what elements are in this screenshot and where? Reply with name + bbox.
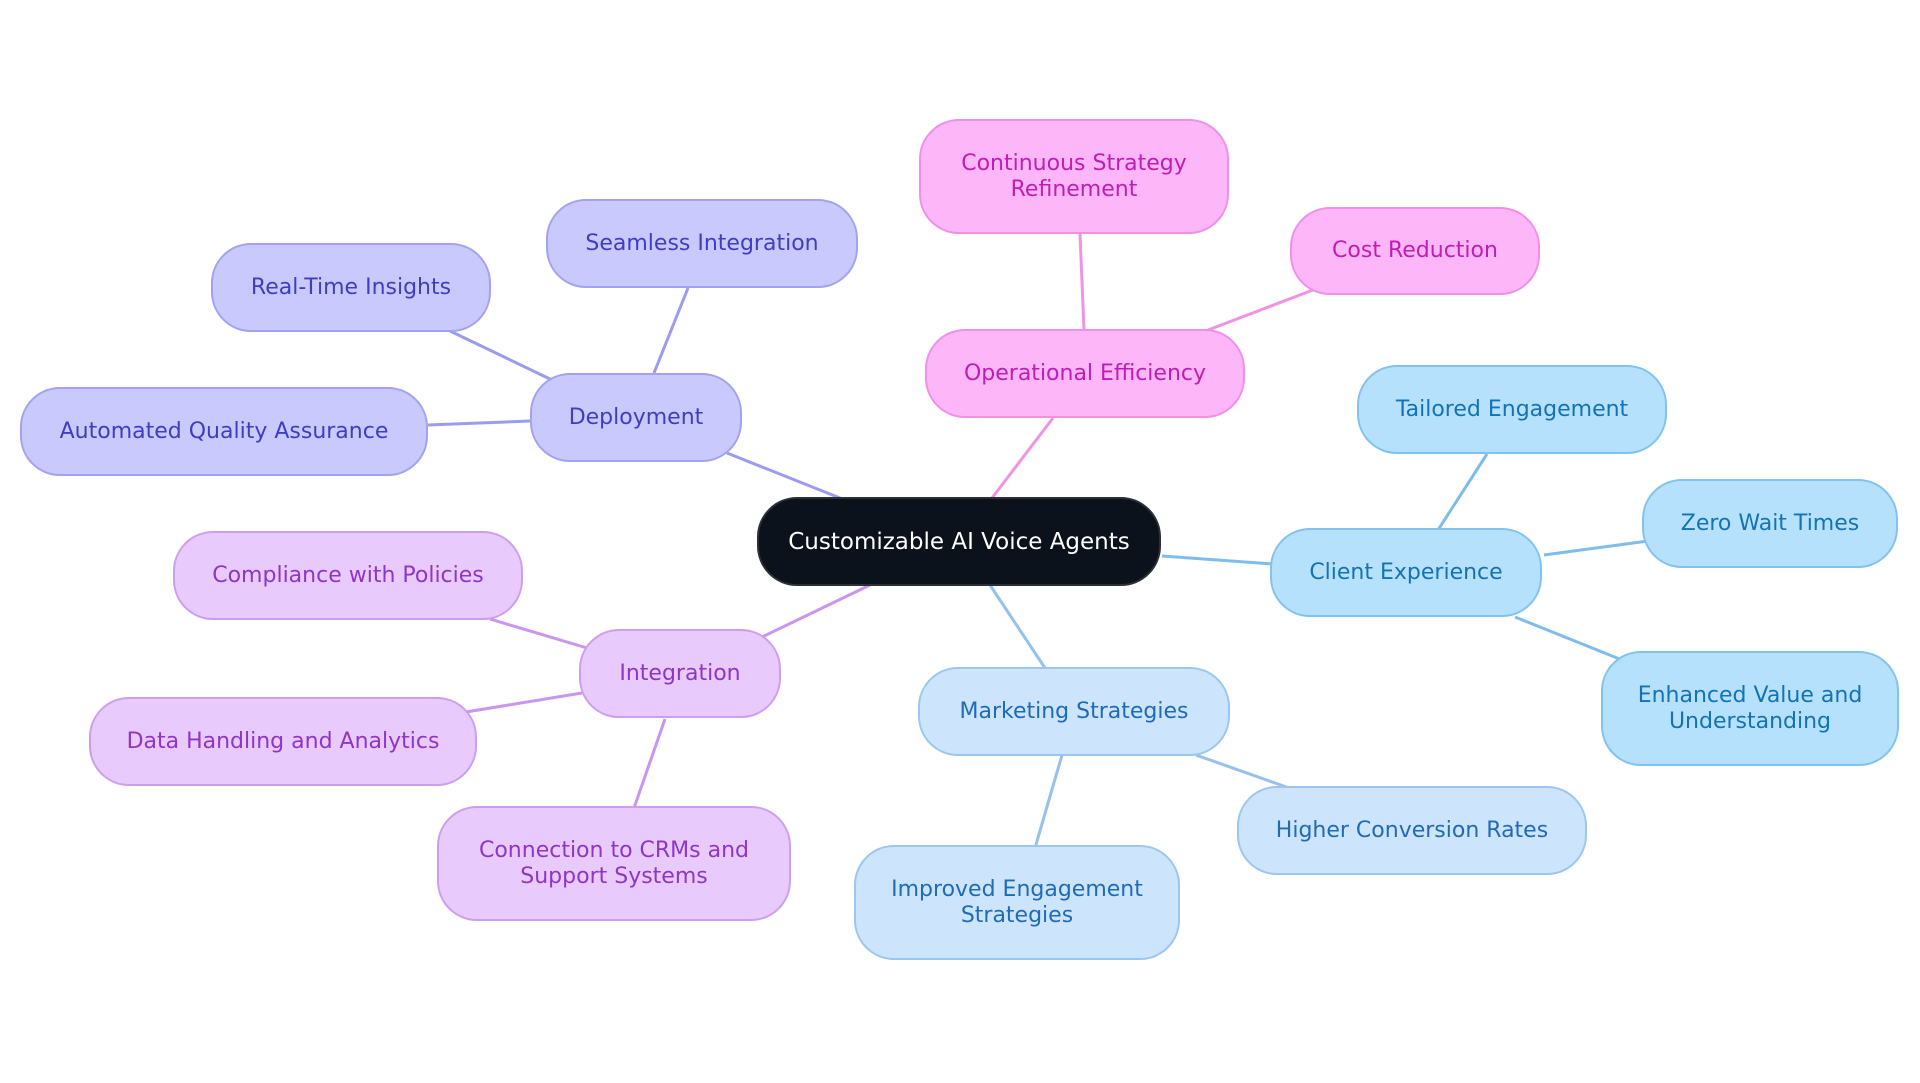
continuous-strategy-refinement-text: Continuous Strategy Refinement: [961, 151, 1187, 203]
edge-deployment-automated: [427, 419, 531, 427]
edge-integration-crm: [632, 718, 667, 809]
enhanced-value-line1: Enhanced Value and: [1637, 682, 1863, 708]
integration-node[interactable]: Integration: [579, 629, 781, 718]
crm-connection-line1: Connection to CRMs and: [478, 837, 750, 863]
edge-integration-compliance: [489, 617, 588, 650]
zero-wait-times-node[interactable]: Zero Wait Times: [1642, 479, 1898, 568]
client-experience-node[interactable]: Client Experience: [1270, 528, 1542, 617]
deployment-node[interactable]: Deployment: [530, 373, 742, 462]
edge-marketing-higher: [1195, 753, 1293, 791]
marketing-strategies-label: Marketing Strategies: [959, 698, 1189, 724]
crm-connection-text: Connection to CRMs and Support Systems: [479, 838, 749, 890]
automated-quality-assurance-label: Automated Quality Assurance: [59, 418, 389, 444]
enhanced-value-node[interactable]: Enhanced Value and Understanding: [1601, 651, 1899, 766]
integration-label: Integration: [619, 660, 741, 686]
edge-marketing-improved: [1033, 754, 1064, 849]
higher-conversion-rates-label: Higher Conversion Rates: [1275, 817, 1549, 843]
tailored-engagement-node[interactable]: Tailored Engagement: [1357, 365, 1667, 454]
edge-deployment-realtime: [449, 329, 553, 382]
operational-efficiency-label: Operational Efficiency: [963, 360, 1207, 386]
enhanced-value-text: Enhanced Value and Understanding: [1638, 683, 1863, 735]
client-experience-label: Client Experience: [1309, 559, 1503, 585]
compliance-with-policies-node[interactable]: Compliance with Policies: [173, 531, 523, 620]
edge-integration-data: [465, 691, 583, 714]
edge-client-zerowait: [1543, 539, 1649, 557]
zero-wait-times-label: Zero Wait Times: [1680, 510, 1860, 536]
edge-center-operational: [990, 417, 1055, 499]
center-node-label: Customizable AI Voice Agents: [788, 528, 1130, 555]
automated-quality-assurance-node[interactable]: Automated Quality Assurance: [20, 387, 428, 476]
crm-connection-line2: Support Systems: [520, 863, 708, 889]
improved-engagement-node[interactable]: Improved Engagement Strategies: [854, 845, 1180, 960]
continuous-strategy-refinement-line1: Continuous Strategy: [961, 150, 1187, 176]
operational-efficiency-node[interactable]: Operational Efficiency: [925, 329, 1245, 418]
seamless-integration-node[interactable]: Seamless Integration: [546, 199, 858, 288]
data-handling-node[interactable]: Data Handling and Analytics: [89, 697, 477, 786]
edge-center-client: [1161, 554, 1274, 566]
real-time-insights-label: Real-Time Insights: [250, 274, 452, 300]
improved-engagement-text: Improved Engagement Strategies: [891, 877, 1143, 929]
higher-conversion-rates-node[interactable]: Higher Conversion Rates: [1237, 786, 1587, 875]
edge-deployment-seamless: [652, 287, 690, 374]
edge-client-tailored: [1436, 453, 1489, 531]
real-time-insights-node[interactable]: Real-Time Insights: [211, 243, 491, 332]
center-node[interactable]: Customizable AI Voice Agents: [757, 497, 1161, 586]
deployment-node-label: Deployment: [568, 404, 704, 430]
marketing-strategies-node[interactable]: Marketing Strategies: [918, 667, 1230, 756]
edge-operational-cost: [1207, 288, 1314, 332]
edge-client-enhanced: [1514, 615, 1628, 664]
seamless-integration-label: Seamless Integration: [585, 230, 819, 256]
enhanced-value-line2: Understanding: [1668, 708, 1832, 734]
continuous-strategy-refinement-node[interactable]: Continuous Strategy Refinement: [919, 119, 1229, 234]
continuous-strategy-refinement-line2: Refinement: [1010, 176, 1138, 202]
cost-reduction-label: Cost Reduction: [1332, 238, 1498, 263]
edge-center-deployment: [726, 451, 846, 502]
data-handling-label: Data Handling and Analytics: [126, 728, 440, 754]
cost-reduction-node[interactable]: Cost Reduction: [1290, 207, 1540, 295]
edge-operational-continuous: [1078, 233, 1086, 331]
edge-center-integration: [761, 583, 871, 639]
edge-center-marketing: [988, 584, 1047, 669]
improved-engagement-line2: Strategies: [960, 902, 1074, 928]
tailored-engagement-label: Tailored Engagement: [1395, 396, 1629, 422]
improved-engagement-line1: Improved Engagement: [891, 876, 1143, 902]
crm-connection-node[interactable]: Connection to CRMs and Support Systems: [437, 806, 791, 921]
compliance-with-policies-label: Compliance with Policies: [212, 562, 484, 588]
